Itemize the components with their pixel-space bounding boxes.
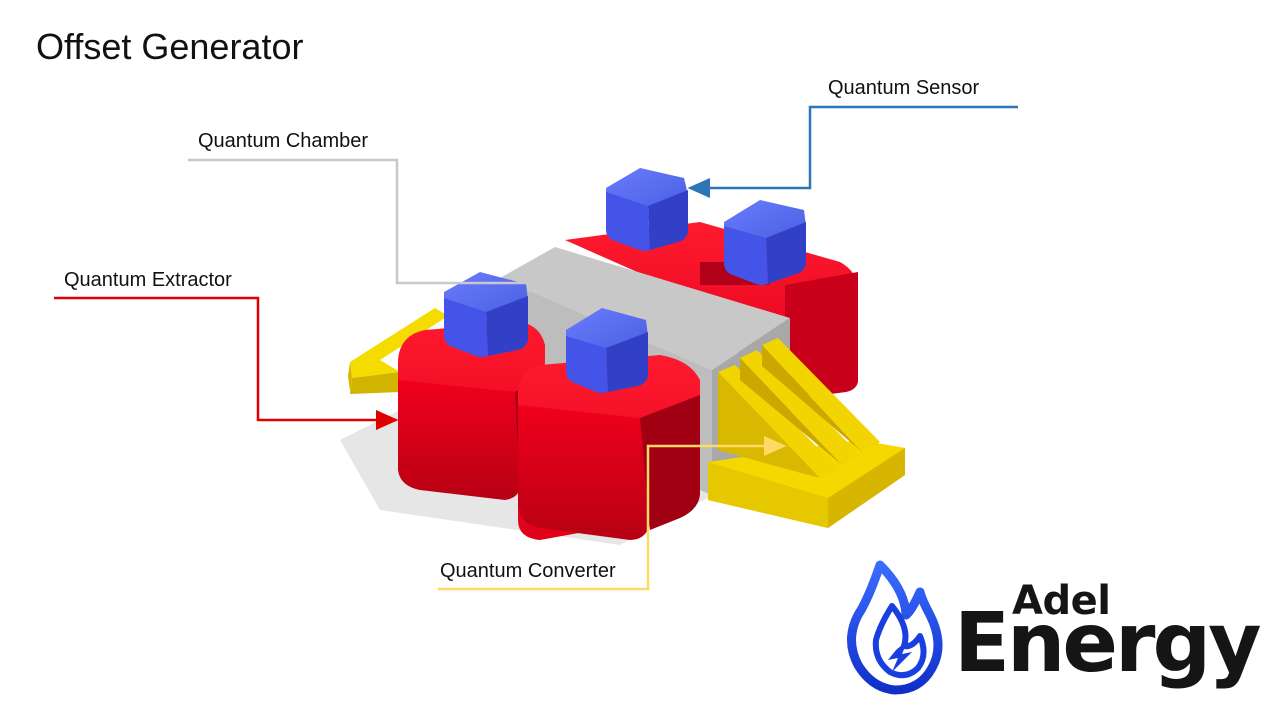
converter-body bbox=[708, 338, 905, 528]
sensor-cube-back-right bbox=[724, 200, 806, 285]
rear-yellow-bracket bbox=[348, 308, 448, 394]
converter-label: Quantum Converter bbox=[440, 560, 616, 582]
flame-lightning-icon bbox=[847, 560, 943, 695]
sensor-label: Quantum Sensor bbox=[828, 77, 980, 99]
chamber-leader-line bbox=[188, 158, 551, 293]
chamber-label: Quantum Chamber bbox=[198, 130, 369, 152]
extractor-label: Quantum Extractor bbox=[64, 269, 232, 291]
extractor-block-front-right bbox=[518, 355, 700, 540]
logo-brand-bottom: Energy bbox=[954, 596, 1262, 691]
converter-leader-line bbox=[438, 436, 787, 591]
logo-brand-top: Adel bbox=[1012, 578, 1111, 624]
sensor-cube-front-left bbox=[444, 272, 528, 357]
slide-title: Offset Generator bbox=[36, 26, 304, 67]
sensor-cube-back-left bbox=[606, 168, 688, 251]
extractor-leader-line bbox=[54, 296, 399, 430]
sensor-cube-front-right bbox=[566, 308, 648, 393]
sensor-leader-line bbox=[687, 105, 1018, 198]
